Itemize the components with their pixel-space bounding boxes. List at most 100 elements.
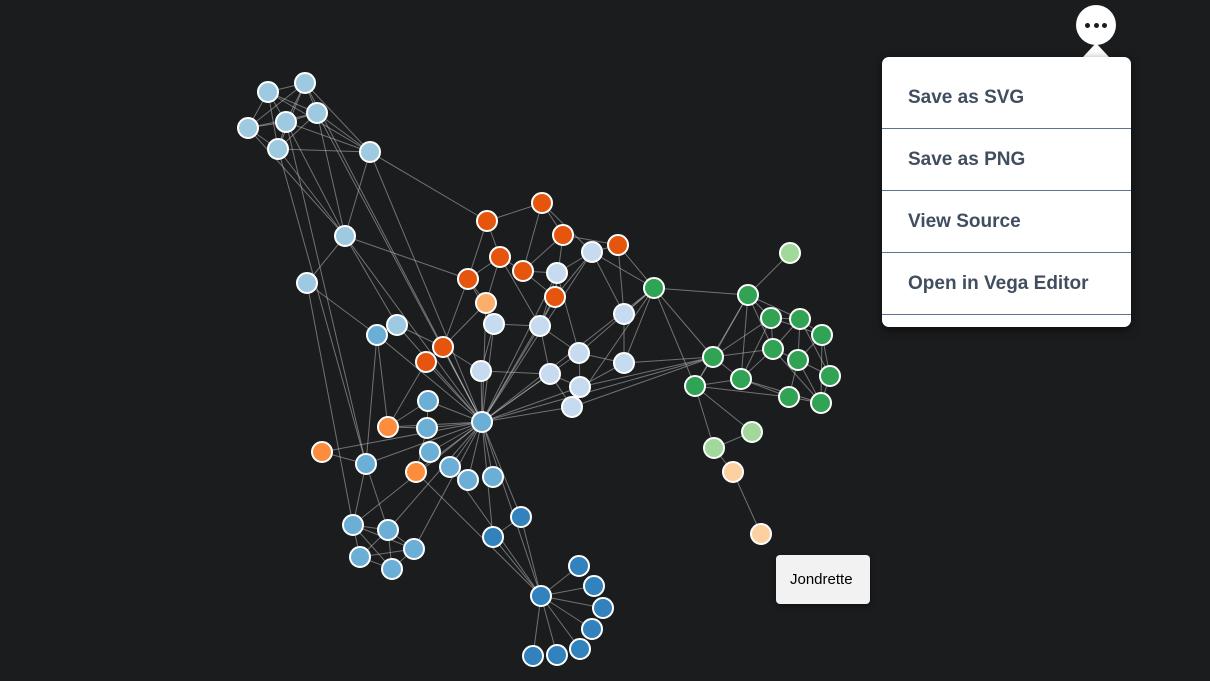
graph-node[interactable] xyxy=(760,307,782,329)
graph-node[interactable] xyxy=(592,597,614,619)
graph-node[interactable] xyxy=(702,346,724,368)
graph-node[interactable] xyxy=(643,277,665,299)
graph-node[interactable] xyxy=(568,342,590,364)
graph-node[interactable] xyxy=(730,368,752,390)
graph-node[interactable] xyxy=(552,224,574,246)
graph-node[interactable] xyxy=(607,234,629,256)
graph-node[interactable] xyxy=(530,585,552,607)
graph-edge xyxy=(365,463,389,531)
graph-node[interactable] xyxy=(294,72,316,94)
graph-node[interactable] xyxy=(457,268,479,290)
graph-node[interactable] xyxy=(482,526,504,548)
graph-node[interactable] xyxy=(787,349,809,371)
graph-edge xyxy=(820,334,823,404)
graph-node[interactable] xyxy=(342,514,364,536)
graph-edge xyxy=(285,121,367,465)
graph-node[interactable] xyxy=(583,575,605,597)
graph-edge xyxy=(321,421,483,453)
graph-node[interactable] xyxy=(476,210,498,232)
graph-node[interactable] xyxy=(237,117,259,139)
graph-node[interactable] xyxy=(417,390,439,412)
graph-node[interactable] xyxy=(275,111,297,133)
graph-node[interactable] xyxy=(489,246,511,268)
graph-edge xyxy=(415,421,483,473)
graph-node[interactable] xyxy=(741,421,763,443)
graph-node[interactable] xyxy=(762,338,784,360)
graph-node[interactable] xyxy=(377,416,399,438)
graph-node[interactable] xyxy=(811,324,833,346)
graph-edge xyxy=(591,251,655,289)
graph-node[interactable] xyxy=(561,396,583,418)
graph-node[interactable] xyxy=(381,558,403,580)
menu-item-save-png[interactable]: Save as PNG xyxy=(882,129,1131,191)
graph-node-hovered[interactable] xyxy=(750,523,772,545)
graph-edge xyxy=(277,148,367,465)
graph-node[interactable] xyxy=(311,441,333,463)
graph-node[interactable] xyxy=(684,375,706,397)
graph-edge xyxy=(522,202,543,272)
graph-node[interactable] xyxy=(471,411,493,433)
graph-node[interactable] xyxy=(613,303,635,325)
graph-node[interactable] xyxy=(355,453,377,475)
graph-edge xyxy=(481,251,593,423)
graph-edge xyxy=(481,356,714,423)
graph-edge xyxy=(740,294,749,380)
menu-item-view-source[interactable]: View Source xyxy=(882,191,1131,253)
graph-node[interactable] xyxy=(306,102,328,124)
graph-node[interactable] xyxy=(613,352,635,374)
graph-node[interactable] xyxy=(257,81,279,103)
graph-node[interactable] xyxy=(403,538,425,560)
graph-node[interactable] xyxy=(432,336,454,358)
export-menu: Save as SVG Save as PNG View Source Open… xyxy=(882,57,1131,327)
graph-node[interactable] xyxy=(737,284,759,306)
graph-node[interactable] xyxy=(569,376,591,398)
graph-node[interactable] xyxy=(470,360,492,382)
graph-node[interactable] xyxy=(296,272,318,294)
export-menu-button[interactable] xyxy=(1076,5,1116,45)
graph-node[interactable] xyxy=(366,324,388,346)
graph-edge xyxy=(653,287,696,387)
graph-node[interactable] xyxy=(377,519,399,541)
graph-node[interactable] xyxy=(789,308,811,330)
graph-node[interactable] xyxy=(267,138,289,160)
graph-node[interactable] xyxy=(569,638,591,660)
graph-node[interactable] xyxy=(419,441,441,463)
graph-node[interactable] xyxy=(531,192,553,214)
graph-node[interactable] xyxy=(415,351,437,373)
graph-node[interactable] xyxy=(457,469,479,491)
graph-node[interactable] xyxy=(482,466,504,488)
graph-node[interactable] xyxy=(778,386,800,408)
graph-node[interactable] xyxy=(810,392,832,414)
graph-node[interactable] xyxy=(544,286,566,308)
menu-item-open-vega-editor[interactable]: Open in Vega Editor xyxy=(882,253,1131,315)
graph-edge xyxy=(247,127,346,237)
graph-node[interactable] xyxy=(512,260,534,282)
graph-node[interactable] xyxy=(779,242,801,264)
graph-node[interactable] xyxy=(581,241,603,263)
graph-node[interactable] xyxy=(416,417,438,439)
graph-edge xyxy=(396,324,483,423)
graph-node[interactable] xyxy=(439,456,461,478)
graph-node[interactable] xyxy=(475,292,497,314)
graph-node[interactable] xyxy=(334,225,356,247)
menu-item-save-svg[interactable]: Save as SVG xyxy=(882,67,1131,129)
graph-node[interactable] xyxy=(483,313,505,335)
graph-node[interactable] xyxy=(703,437,725,459)
graph-node[interactable] xyxy=(510,506,532,528)
graph-edge xyxy=(376,334,389,428)
graph-node[interactable] xyxy=(529,315,551,337)
graph-node[interactable] xyxy=(568,555,590,577)
graph-node[interactable] xyxy=(386,314,408,336)
graph-edge xyxy=(481,386,581,423)
graph-node[interactable] xyxy=(546,644,568,666)
graph-node[interactable] xyxy=(359,141,381,163)
graph-node[interactable] xyxy=(522,645,544,667)
graph-node[interactable] xyxy=(819,365,841,387)
graph-node[interactable] xyxy=(405,461,427,483)
graph-node[interactable] xyxy=(722,461,744,483)
graph-node[interactable] xyxy=(349,546,371,568)
graph-node[interactable] xyxy=(539,363,561,385)
graph-node[interactable] xyxy=(581,618,603,640)
graph-node[interactable] xyxy=(546,262,568,284)
